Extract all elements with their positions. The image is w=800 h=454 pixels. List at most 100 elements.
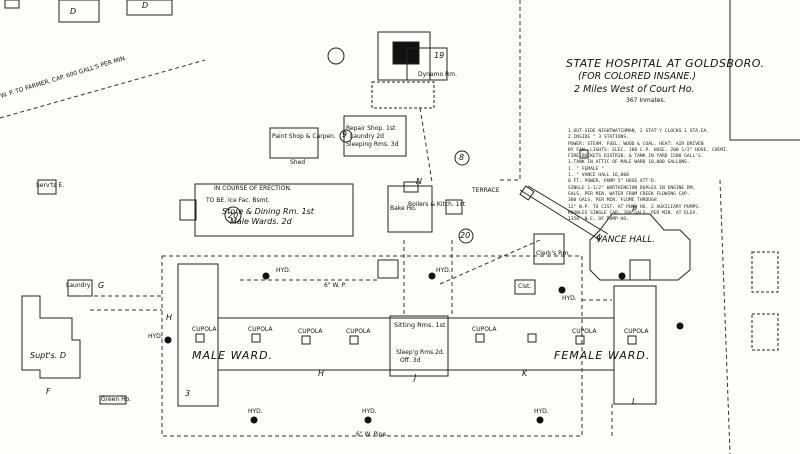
repair-shop-building [343,115,407,157]
pipe-engine-to-kitchen [419,107,433,183]
supts-dwelling [21,295,81,379]
male-ward-block [177,263,219,407]
letter-f: F [46,387,51,396]
male-ward-label: MALE WARD. [192,349,274,362]
note-line: 1350' N.E. OF PUMP HO. [568,217,629,223]
servants-label: Serv'ts E. [36,182,65,189]
hyd-label: HYD. [562,295,577,302]
kitchen-annex [403,181,419,193]
cupola-label: CUPOLA [472,326,497,333]
hyd-label: HYD. [276,267,291,274]
store-dining-label: Store & Dining Rm. 1st [222,207,314,216]
terrace-path [519,189,601,241]
cupola-box [527,333,537,343]
cupola-box [475,333,485,343]
sleeping-rooms-3-label: Sleeping Rms. 3d [346,141,399,148]
note-line: 2.INSIDE " 3 STATIONS. [568,135,629,141]
dynamo-label: Dynamo Rm. [418,71,457,78]
green-house-label: Green Ho. [101,396,132,403]
map-title: STATE HOSPITAL AT GOLDSBORO. [566,57,765,70]
water-pipe-loop [161,255,583,437]
terrace-steps [519,185,535,201]
cupola-box [349,335,359,345]
supts-label: Supt's. D [30,351,66,360]
vance-hall-label: VANCE HALL. [596,235,656,245]
number-20b: 20 [460,231,471,240]
note-line: 1. " VANCE HALL 16,000 [568,173,629,179]
note-line: POWER: STEAM. FUEL: WOOD & COAL. HEAT: A… [568,141,704,147]
cupola-box [627,335,637,345]
pipe-to-clerks [439,239,541,285]
admin-building [389,315,449,377]
clerks-label: Clerk's Rm. [536,250,571,257]
building-top-center [126,0,173,16]
tank-circle [454,150,470,166]
note-line: BY FAN. LIGHTS: ELEC. 100 C.P. HOSE. 200… [568,147,729,153]
note-line: 8 FT. POWER, PUMP 5" HOSE ATT'D. [568,179,657,185]
cist-label: Cist. [518,283,532,290]
circle-9 [339,129,353,143]
note-line: 1.TANK IN ATTIC OF MALE WARD 10,000 GALL… [568,160,690,166]
terrace-path-2 [527,185,609,235]
shed-east [445,199,463,215]
hydrant [364,416,372,424]
letter-h: H [166,313,173,322]
boiler-block [392,41,420,65]
in-course-label: IN COURSE OF ERECTION. [214,185,292,192]
sleeping-rooms-label: Sleep'g Rms.2d. [396,349,445,356]
offices-label: Off. 3d [400,357,421,364]
clerks-building [533,233,565,265]
letter-k: J [414,373,417,382]
hydrant [676,322,684,330]
vance-hall [589,213,691,281]
cupola-label: CUPOLA [192,326,217,333]
circle-20 [224,206,242,224]
building-corner [4,0,20,9]
cupola-box [301,335,311,345]
vance-hall-wing [629,259,651,281]
note-line: KNOWLES SINGLE CAP. 200 GALS. PER MIN. A… [568,210,698,216]
number-3: 3 [185,389,191,398]
male-wards-label: Male Wards. 2d [230,217,292,226]
store-wing [179,199,197,221]
hydrant [428,272,436,280]
marker-box [579,149,589,159]
store-dining-building [194,183,354,237]
laundry-label: Laundry [66,282,91,289]
number-19: 19 [434,51,445,60]
hyd-label: HYD. [148,333,163,340]
outbuilding-right-1 [751,251,779,293]
to-be-label: TO BE. Ice Fac. Bsmt. [206,197,270,204]
sitting-rooms-label: Sitting Rms. 1st [394,321,446,329]
wp-label: 6" W. P. [324,282,347,289]
paint-shop-building [269,127,319,159]
number-20: 20 [228,211,239,220]
terrace-label: TERRACE [472,187,500,194]
letter-m: L [632,397,637,406]
letter-n: P [632,205,637,214]
note-line: 1.OUT-SIDE NIGHTWATCHMAN, 2 STAT'Y CLOCK… [568,129,710,134]
note-line: 12" W.P. TO CIST. AT PUMP HO. 2 AUXILIAR… [568,204,701,210]
hyd-label: HYD. [362,408,377,415]
paint-shop-label: Paint Shop & Carpen. [272,133,336,140]
letter-p: N [416,177,422,186]
cupola-label: CUPOLA [298,328,323,335]
cupola-label: CUPOLA [572,328,597,335]
letter-d-2: D [142,1,149,10]
kitchen-building [387,185,433,233]
engine-house [377,31,431,81]
outbuilding-right-2 [751,313,779,351]
female-ward-label: FEMALE WARD. [554,349,651,362]
shed-small [377,259,399,279]
hyd-label: HYD. [248,408,263,415]
cupola-box [195,333,205,343]
servants-building [37,179,57,195]
boilers-kitchen-label: Boilers & Kitch. 1st [408,201,466,208]
dynamo-room [406,47,448,81]
number-4: 4 [596,233,602,242]
cupola-label: CUPOLA [624,328,649,335]
pipe-to-farmer [0,59,206,119]
laundry-2-label: Laundry 2d [350,133,384,140]
note-line: FIRE BUCKETS DISTRIB. & TANK IN YARD 150… [568,154,704,160]
